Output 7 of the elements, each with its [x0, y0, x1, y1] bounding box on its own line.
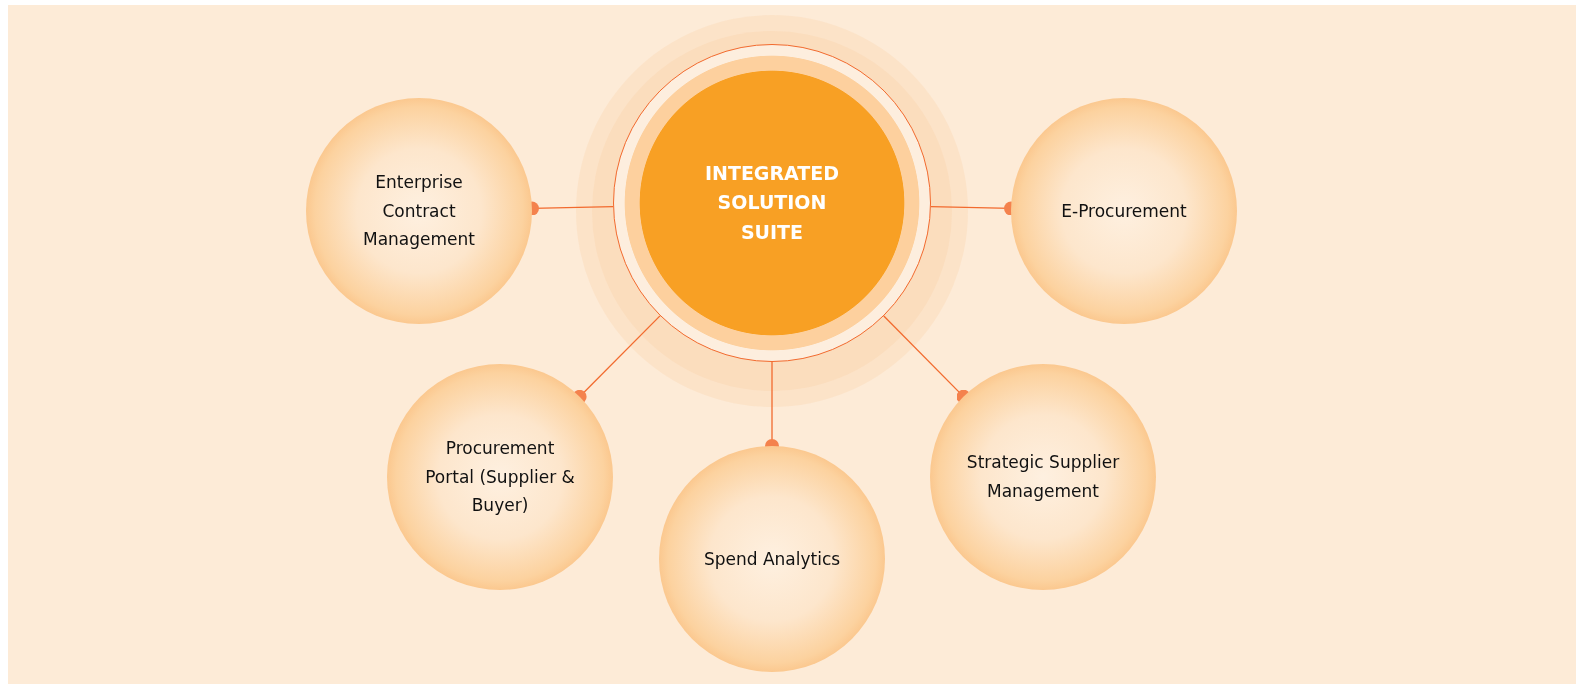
hub-title: INTEGRATED SOLUTION SUITE	[703, 160, 841, 245]
module-label: Spend Analytics	[702, 547, 842, 571]
module-label: E-Procurement	[1060, 199, 1188, 223]
connector-line	[883, 315, 971, 404]
module-label: Strategic Supplier Management	[965, 451, 1121, 503]
module-label: Enterprise Contract Management	[362, 170, 476, 252]
module-label: Procurement Portal (Supplier & Buyer)	[424, 436, 576, 518]
